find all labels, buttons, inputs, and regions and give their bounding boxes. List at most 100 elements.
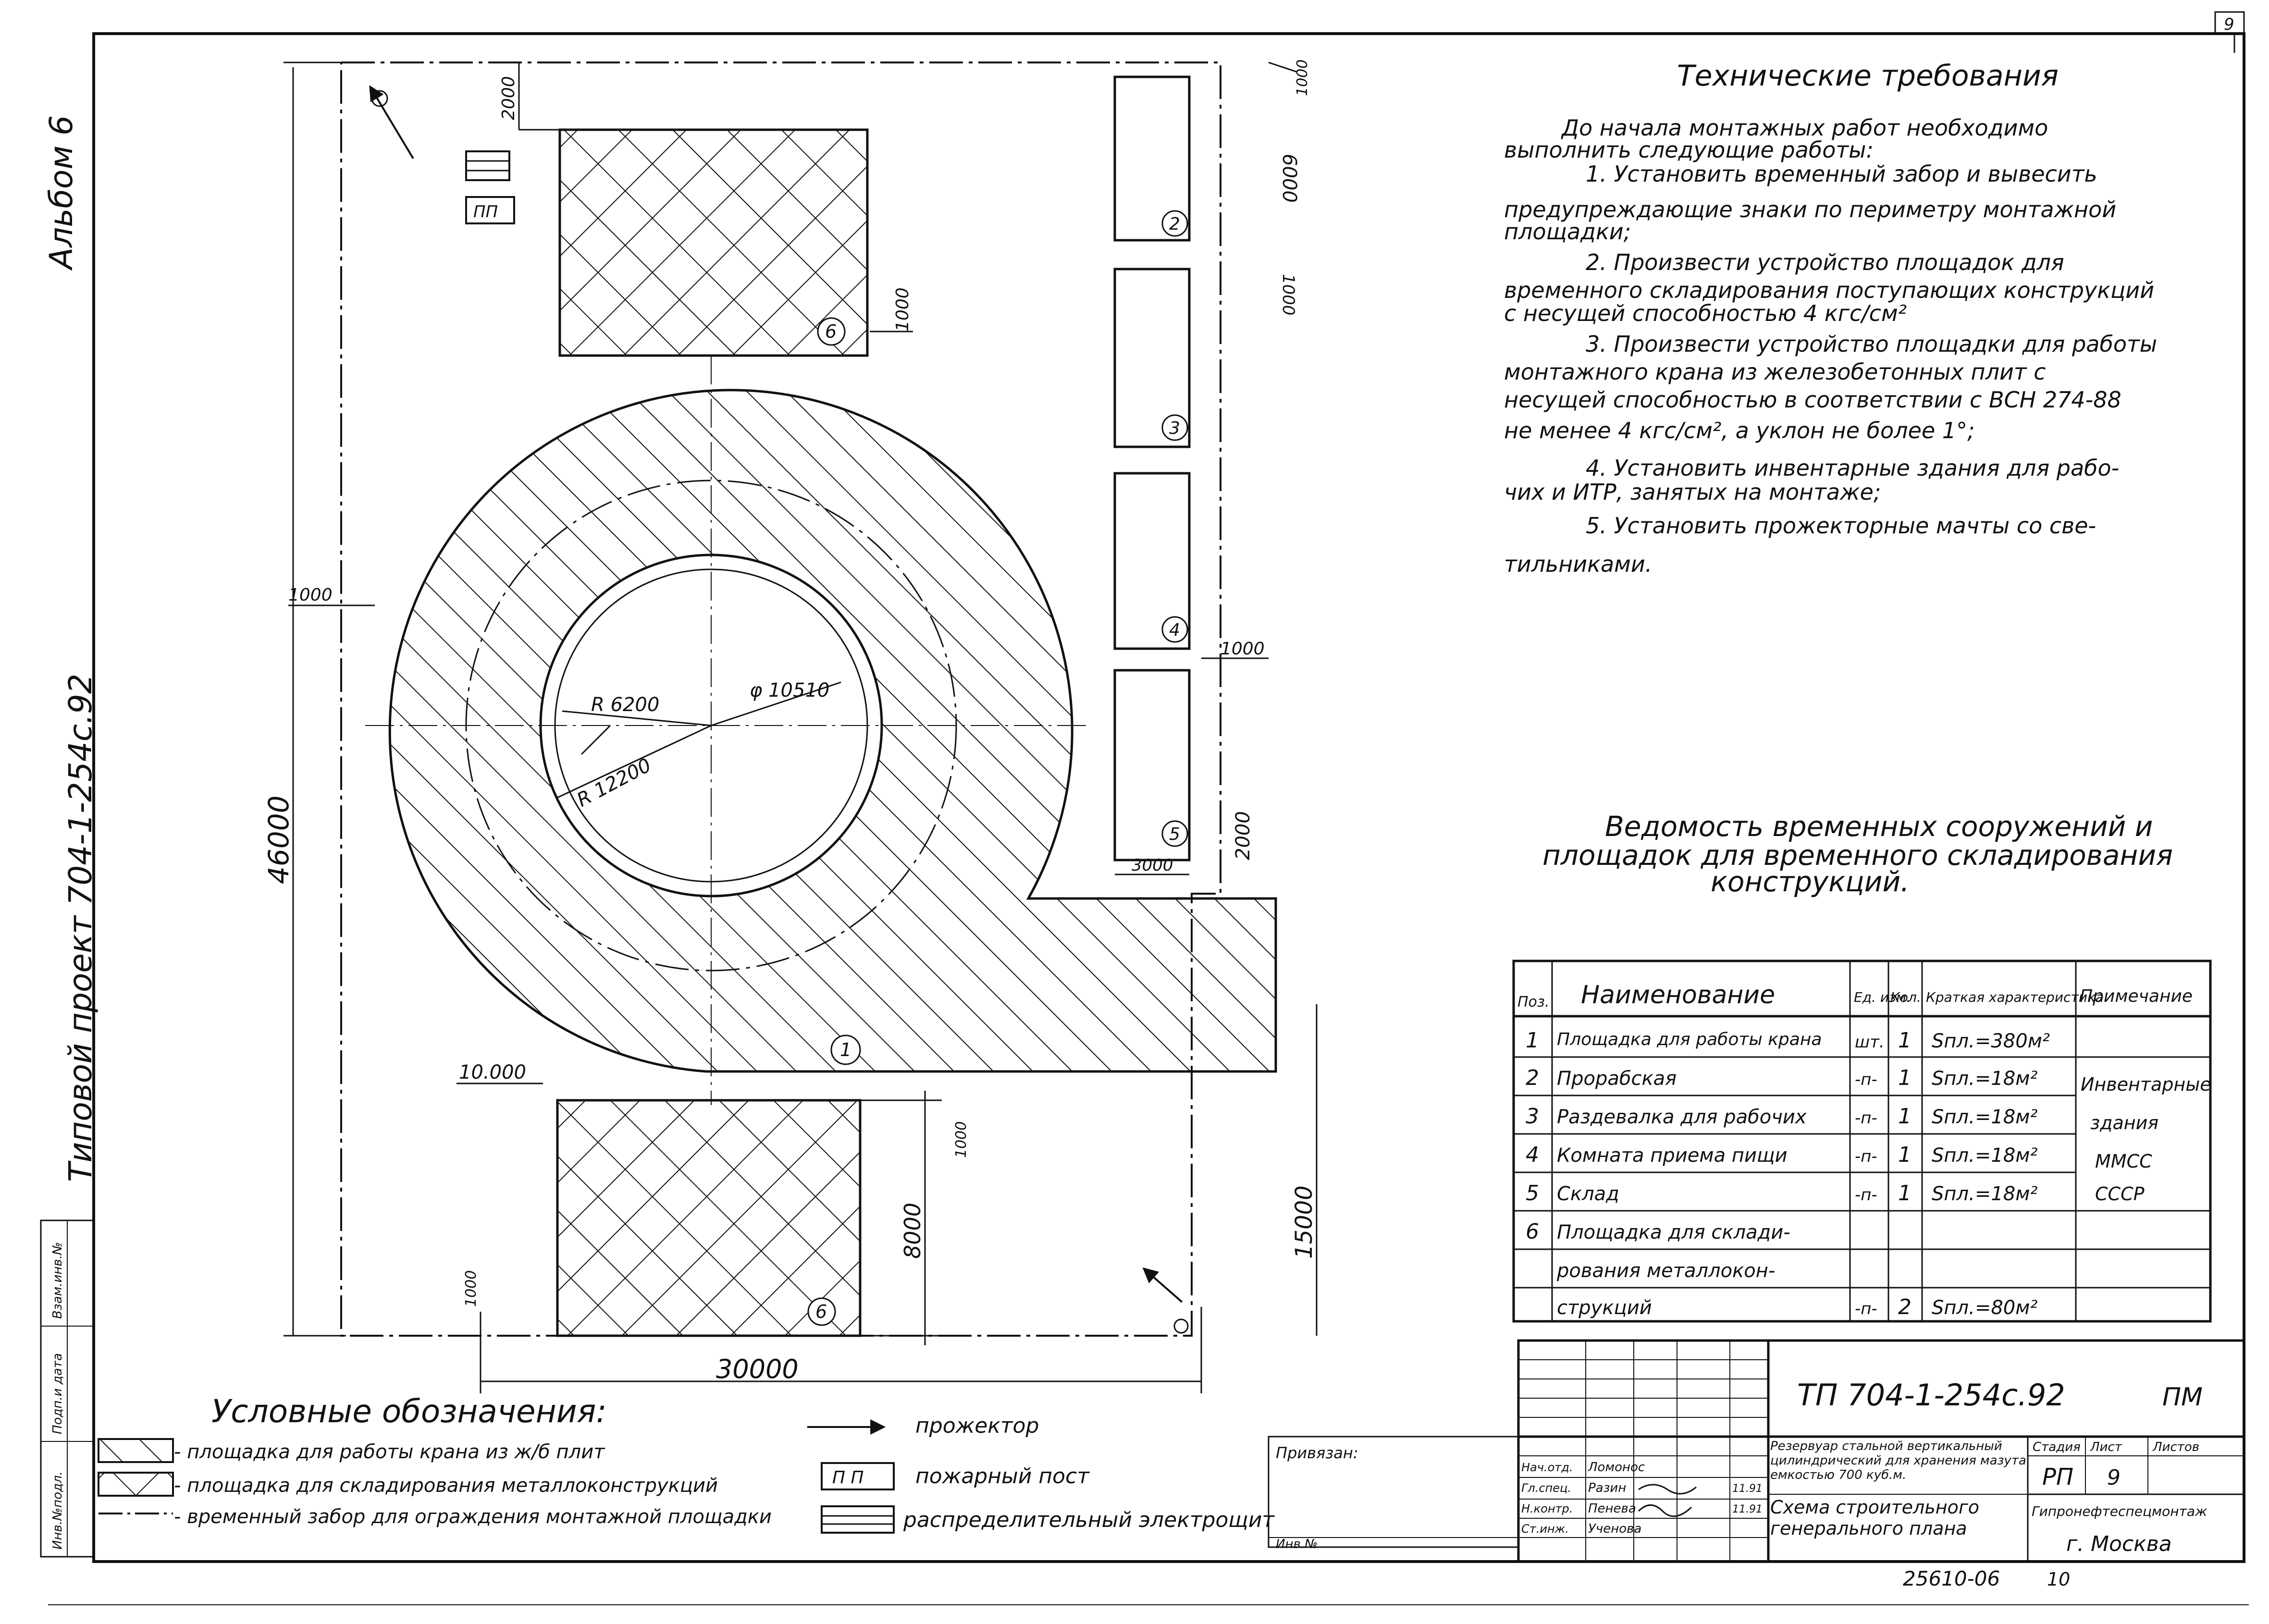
requirements-line-1: До начала монтажных работ необходимо [1561,115,2048,141]
svg-text:-п-: -п- [1855,1185,1877,1205]
table-row: рования металлокон- [1556,1260,1775,1282]
marker-pad-upper: 6 [825,321,837,342]
title-block: ТП 704-1-254с.92 ПМ Привязан: Инв.№ Резе… [1268,1339,2245,1590]
title-block-code: ТП 704-1-254с.92 [1797,1378,2065,1413]
svg-text:струкций: струкций [1557,1297,1652,1319]
requirements-line-8: с несущей способностью 4 кгс/см² [1504,300,1907,326]
building-4: 4 [1113,472,1191,650]
svg-text:Комната приема пищи: Комната приема пищи [1557,1144,1788,1167]
table-row: 5 Склад -п- 1 Sпл.=18м² СССР [1526,1181,2145,1206]
dim-lower-pad-height: 8000 [900,1203,925,1259]
sheet-frame [92,32,2245,1563]
requirements-line-10: монтажного крана из железобетонных плит … [1504,359,2046,385]
sheet-number-box [2214,11,2245,35]
schedule-title-2: площадок для временного складирования [1542,839,2173,872]
svg-text:Sпл.=18м²: Sпл.=18м² [1932,1183,2037,1205]
svg-text:СССР: СССР [2095,1183,2145,1205]
svg-text:Sпл.=380м²: Sпл.=380м² [1932,1030,2050,1052]
svg-text:шт.: шт. [1855,1033,1885,1052]
elevation-mark: 10.000 [459,1061,526,1083]
svg-text:1: 1 [1898,1066,1911,1090]
archive-number: 25610-06 [1903,1567,2000,1590]
svg-text:Раздевалка для рабочих: Раздевалка для рабочих [1557,1106,1807,1128]
person-role-2: Гл.спец. [1521,1481,1571,1495]
requirements-title: Технические требования [1677,59,2059,93]
marker-building-2: 2 [1169,214,1180,234]
table-row: 3 Раздевалка для рабочих -п- 1 Sпл.=18м²… [1526,1104,2158,1133]
legend: Условные обозначения: - площадка для раб… [98,1393,1275,1534]
requirements-line-12: не менее 4 кгс/см², а уклон не более 1°; [1504,418,1975,443]
margin-label-replace: Взам.инв.№ [50,1242,65,1319]
title-block-city: г. Москва [2066,1532,2172,1556]
requirements-line-6: 2. Произвести устройство площадок для [1586,249,2064,275]
svg-text:1: 1 [1898,1181,1911,1206]
svg-text:2: 2 [1526,1066,1539,1090]
requirements-line-5: площадки; [1504,219,1631,245]
schedule-title-1: Ведомость временных сооружений и [1605,810,2153,843]
storage-pad-upper [558,128,869,357]
dim-right-lower: 15000 [1291,1185,1318,1259]
dim-building-2: 6000 [1278,154,1300,203]
svg-text:рования металлокон-: рования металлокон- [1556,1260,1775,1282]
margin-label-sign: Подп.и дата [50,1353,65,1434]
legend-item-crane-pad: - площадка для работы крана из ж/б плит [174,1441,605,1463]
storage-pad-lower [556,1099,862,1337]
svg-text:-п-: -п- [1855,1108,1877,1128]
dim-top-right: 1000 [1294,60,1311,96]
schedule-table [1512,960,2212,1323]
table-row: 4 Комната приема пищи -п- 1 Sпл.=18м² ММ… [1526,1143,2152,1172]
legend-swatch-storage [98,1472,174,1497]
schedule-header-name: Наименование [1581,981,1775,1009]
signature-icon [1638,1484,1697,1495]
svg-text:Площадка для работы крана: Площадка для работы крана [1557,1030,1822,1049]
title-block-stage: РП [2042,1464,2073,1490]
dim-building-5-width: 3000 [1132,856,1173,875]
fire-post-icon [465,196,515,224]
dim-building-5-gap: 2000 [1232,811,1254,860]
person-name-2: Разин [1588,1481,1626,1495]
svg-text:1: 1 [1898,1143,1911,1167]
requirements-line-4: предупреждающие знаки по периметру монта… [1504,197,2116,222]
svg-text:1: 1 [1898,1104,1911,1129]
album-label: Альбом 6 [43,115,80,271]
signature-icon [1638,1504,1692,1517]
sheet-number: 9 [2224,15,2234,34]
building-2: 2 [1113,75,1191,242]
dim-total-width: 30000 [716,1354,799,1384]
legend-item-electric-panel: распределительный электрощит [903,1508,1275,1532]
requirements-line-13: 4. Установить инвентарные здания для раб… [1586,455,2119,481]
requirements-line-9: 3. Произвести устройство площадки для ра… [1586,331,2157,357]
svg-text:Инвентарные: Инвентарные [2081,1074,2211,1095]
dim-left-offset: 1000 [288,585,333,605]
legend-item-fire-post: пожарный пост [915,1464,1090,1489]
title-block-applied: Привязан: [1276,1444,1358,1462]
requirements-line-2: выполнить следующие работы: [1504,137,1874,163]
marker-pad-lower: 6 [815,1301,827,1322]
building-3: 3 [1113,268,1191,448]
marker-building-3: 3 [1169,418,1180,438]
marker-crane-pad: 1 [840,1039,851,1060]
legend-item-storage: - площадка для складирования металлоконс… [174,1475,718,1497]
title-block-sheet: 9 [2107,1465,2121,1490]
svg-text:4: 4 [1526,1143,1539,1167]
svg-text:1: 1 [1898,1028,1911,1053]
title-block-inv: Инв.№ [1276,1537,1318,1551]
svg-text:1: 1 [1526,1028,1539,1053]
svg-text:Прорабская: Прорабская [1557,1068,1677,1090]
project-label: Типовой проект 704-1-254с.92 [62,674,99,1182]
site-plan: 46000 30000 2000 1000 ПП 6 1000 [262,60,1318,1393]
dim-gap-45: 1000 [1221,639,1265,659]
svg-text:-п-: -п- [1855,1299,1877,1318]
schedule-header-char: Краткая характеристика [1926,989,2104,1005]
north-arrow-top-icon [369,85,414,160]
table-row: струкций -п- 2 Sпл.=80м² [1557,1295,2037,1319]
svg-text:здания: здания [2090,1112,2158,1133]
legend-electric-panel-icon [821,1505,895,1534]
svg-text:5: 5 [1526,1181,1539,1206]
electric-panel-icon [465,150,510,181]
schedule-header-qty: Кол. [1890,989,1921,1005]
svg-text:-п-: -п- [1855,1147,1877,1166]
technical-requirements: Технические требования До начала монтажн… [1504,59,2157,577]
title-block-drawing: Схема строительного генерального плана [1770,1497,1980,1539]
title-block-description: Резервуар стальной вертикальный цилиндри… [1770,1439,2026,1482]
